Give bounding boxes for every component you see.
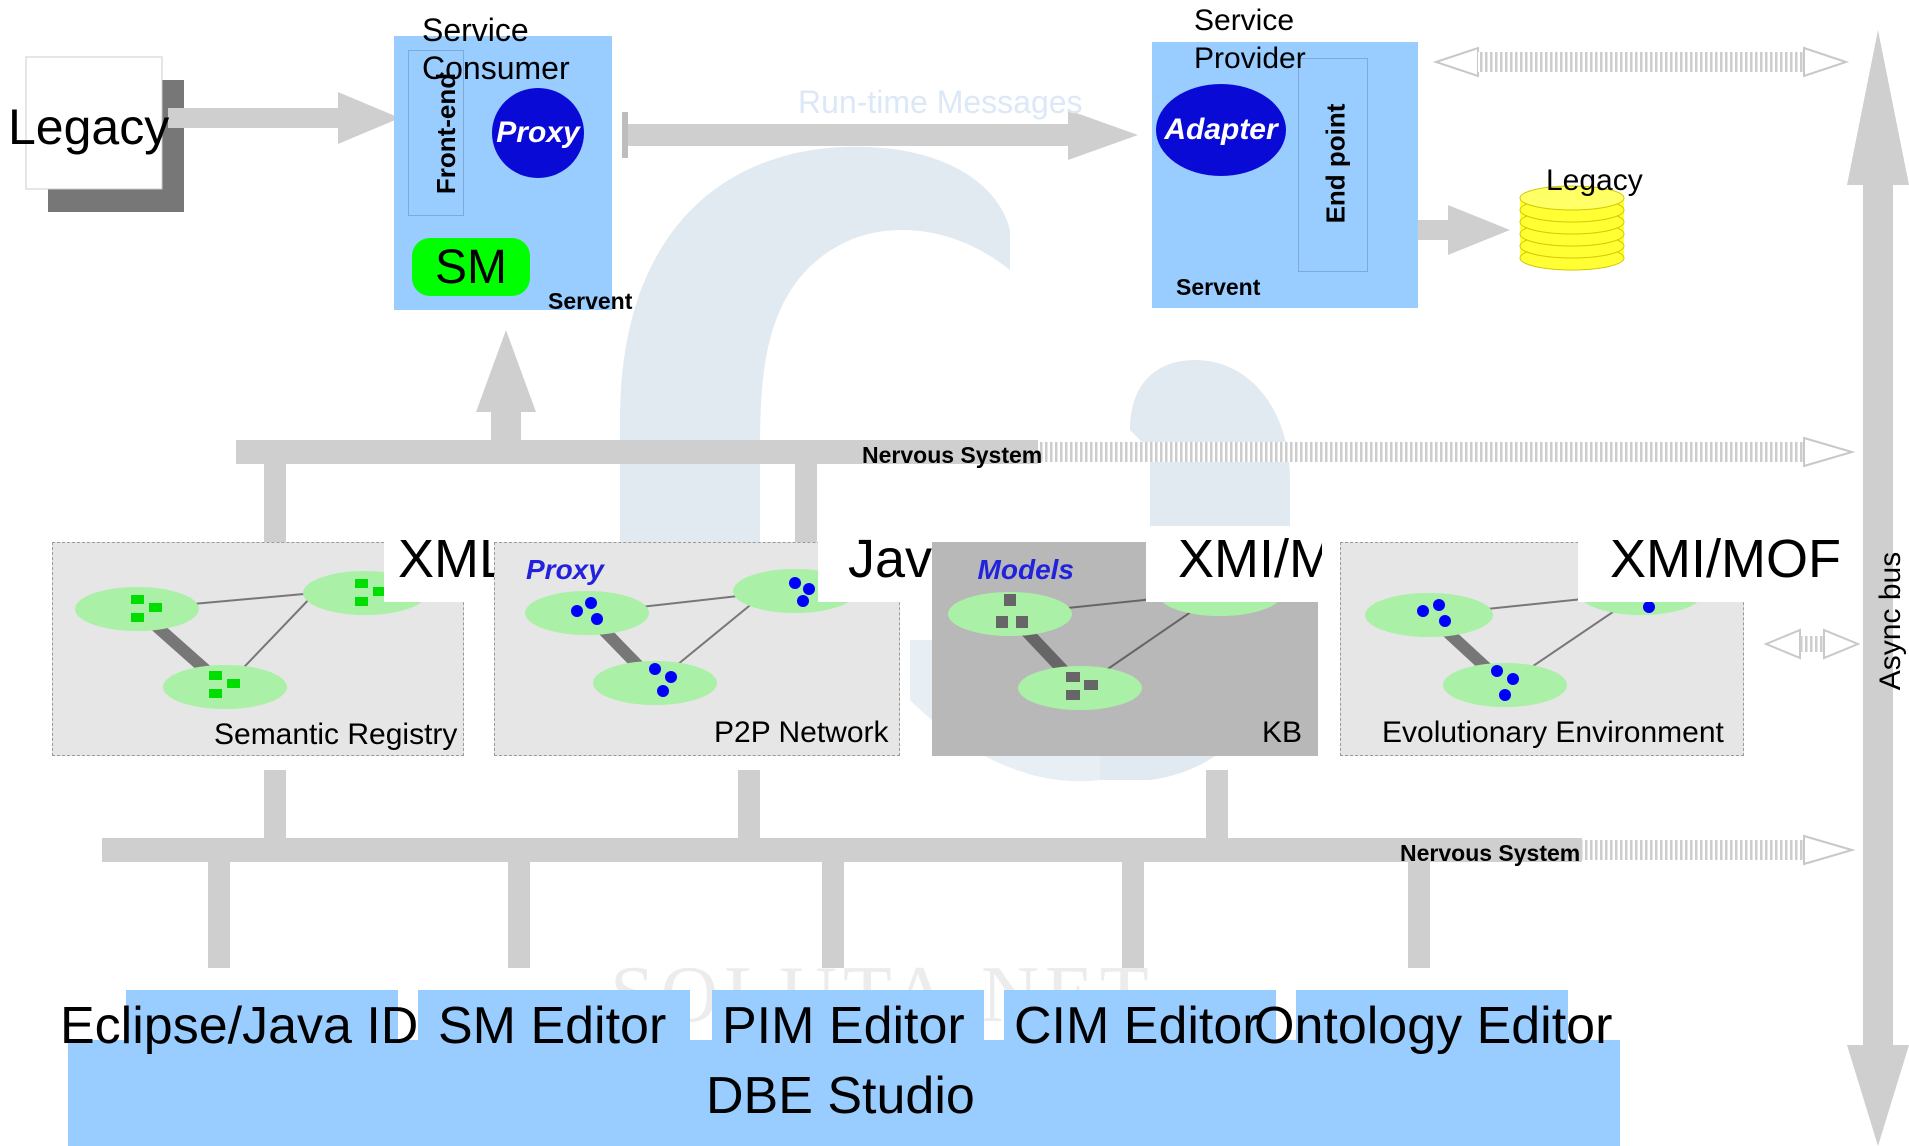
nervous-system-top-bar xyxy=(236,440,1038,464)
legacy-left-box xyxy=(25,56,163,190)
xmi-mof-tag-2: XMI/MOF xyxy=(1578,526,1852,602)
runtime-arrow-shaft xyxy=(622,124,1070,146)
editor-ontology-label: Ontology Editor xyxy=(1254,997,1613,1055)
editor-drop-1 xyxy=(208,862,230,968)
p2p-network-label: P2P Network xyxy=(714,716,889,749)
legacy-to-consumer-shaft xyxy=(168,108,358,128)
async-bus-bottom-head xyxy=(1847,1045,1909,1146)
service-consumer-title-1: Service xyxy=(422,12,529,48)
legacy-to-consumer-head xyxy=(338,92,400,144)
consumer-servent-label: Servent xyxy=(548,288,633,314)
adapter-label: Adapter xyxy=(1164,113,1278,146)
editor-cim-label: CIM Editor xyxy=(1014,997,1260,1055)
sm-badge: SM xyxy=(412,238,530,296)
p2p-network-panel xyxy=(494,542,900,756)
editor-pim xyxy=(712,990,984,1062)
runtime-arrow-head xyxy=(1068,110,1138,160)
bottom-bus-riser-2 xyxy=(738,770,760,842)
up-arrow-head xyxy=(476,330,536,412)
async-bus-top-head xyxy=(1847,30,1909,185)
xmi-mof-tag-1: XMI/MOF xyxy=(1146,526,1322,602)
nervous-system-bottom-hatch xyxy=(1582,840,1804,860)
editor-sm-label: SM Editor xyxy=(438,997,667,1055)
nervous-system-bottom-head xyxy=(1803,834,1856,866)
nervous-system-bottom-bar xyxy=(102,838,1582,862)
end-point-label: End point xyxy=(1320,103,1351,224)
dbe-studio-label: DBE Studio xyxy=(706,1067,975,1125)
top-hatch-arrow-left-head xyxy=(1432,46,1479,78)
provider-servent-label: Servent xyxy=(1176,274,1261,300)
editor-drop-3 xyxy=(822,862,844,968)
nervous-system-top-label: Nervous System xyxy=(862,442,1043,468)
end-point-panel xyxy=(1298,58,1368,272)
service-provider-title-1: Service xyxy=(1194,4,1295,37)
service-provider-title-2: Provider xyxy=(1194,42,1306,75)
async-bus-label: Async bus xyxy=(1874,551,1908,691)
editor-pim-label: PIM Editor xyxy=(722,997,965,1055)
legacy-left-label: Legacy xyxy=(8,99,170,155)
side-arrow-left-head xyxy=(1763,628,1801,660)
service-provider-box xyxy=(1152,42,1418,308)
side-arrow-right-head xyxy=(1823,628,1861,660)
async-bus-shaft xyxy=(1863,175,1893,1057)
editor-drop-2 xyxy=(508,862,530,968)
runtime-arrow-tail xyxy=(622,112,628,158)
top-bus-drop-1 xyxy=(264,464,286,542)
bottom-bus-riser-3 xyxy=(1206,770,1228,842)
p2p-proxy-overlay: Proxy xyxy=(526,554,604,585)
kb-models-overlay: Models xyxy=(977,554,1074,585)
evolutionary-environment-label: Evolutionary Environment xyxy=(1382,716,1724,749)
editor-eclipse-java-ide xyxy=(126,990,398,1062)
runtime-messages-watermark: Run-time Messages xyxy=(798,84,1083,120)
p2p-network-graph xyxy=(525,569,857,705)
top-hatch-arrow-body xyxy=(1478,52,1804,72)
semantic-registry-label: Semantic Registry xyxy=(214,718,458,751)
front-end-panel xyxy=(408,50,464,216)
semantic-registry-graph xyxy=(75,571,427,709)
nervous-system-top-head xyxy=(1803,436,1856,468)
bottom-bus-riser-1 xyxy=(264,770,286,842)
front-end-label: Front-end xyxy=(431,72,462,195)
adapter-oval: Adapter xyxy=(1156,84,1286,176)
editor-drop-4 xyxy=(1122,862,1144,968)
legacy-right-label: Legacy xyxy=(1546,164,1643,197)
kb-label: KB xyxy=(1262,716,1303,749)
nervous-system-bottom-label: Nervous System xyxy=(1400,840,1581,866)
editor-drop-5 xyxy=(1408,862,1430,968)
editor-eclipse-java-ide-label: Eclipse/Java IDE xyxy=(60,997,420,1055)
top-hatch-arrow-right-head xyxy=(1803,46,1850,78)
sm-label: SM xyxy=(435,240,507,294)
proxy-label: Proxy xyxy=(496,116,580,149)
top-bus-drop-2 xyxy=(795,464,817,542)
proxy-oval: Proxy xyxy=(492,88,584,178)
nervous-system-top-hatch xyxy=(1038,442,1804,462)
provider-to-legacy-head xyxy=(1448,205,1510,255)
legacy-database-icon xyxy=(1519,185,1625,271)
editor-ontology xyxy=(1296,990,1568,1062)
editor-sm xyxy=(418,990,690,1062)
side-arrow-body xyxy=(1800,636,1824,652)
editor-cim xyxy=(1004,990,1276,1062)
service-consumer-title-2: Consumer xyxy=(422,50,570,86)
